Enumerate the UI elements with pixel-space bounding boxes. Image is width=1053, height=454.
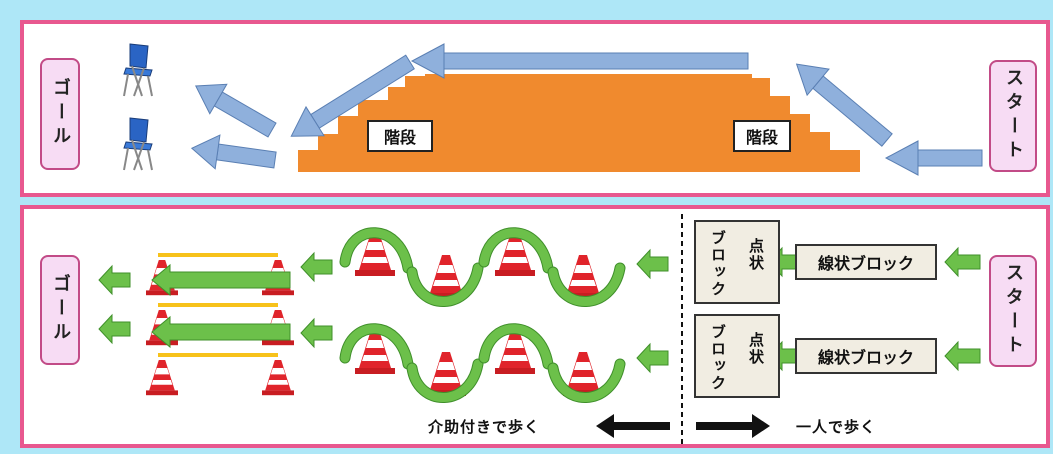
dot-block-area-2: ブロック 点状 [694,314,780,398]
folding-chair-icon [123,117,153,171]
goal-label-bottom: ゴール [40,255,80,365]
hurdle-icon [158,253,278,357]
blue-arrow-start [884,140,983,176]
slalom-arrows-row-1 [339,227,626,307]
blue-arrow-right-diagonal [795,63,893,147]
blue-arrow-to-chair-2 [190,134,277,170]
slalom-arrows-row-2 [339,323,626,403]
traffic-cone-icon [146,360,178,396]
alone-direction-arrow [696,414,770,438]
goal-text: ゴール [50,274,71,346]
start-label-top: スタート [989,60,1037,172]
alone-walk-caption: 一人で歩く [796,418,877,436]
line-block-1: 線状ブロック [795,244,937,280]
traffic-cone-icon [262,360,294,396]
folding-chair-icon [123,43,153,97]
start-text: スタート [1003,263,1024,359]
stairs-label-right: 階段 [733,120,791,152]
assisted-direction-arrow [596,414,670,438]
dot-block-text: 点状 [747,332,765,366]
goal-label-top: ゴール [40,58,80,170]
block-side-text: ブロック [709,230,727,298]
start-label-bottom: スタート [989,255,1037,367]
stairs-shape [298,74,860,172]
blue-arrow-left-diagonal [290,54,415,137]
dot-block-text: 点状 [747,238,765,272]
start-text: スタート [1003,68,1024,164]
block-side-text: ブロック [709,324,727,392]
line-block-2: 線状ブロック [795,338,937,374]
blue-arrow-top [410,43,749,79]
stairs-label-left: 階段 [367,120,433,152]
assisted-walk-caption: 介助付きで歩く [428,418,541,436]
goal-text: ゴール [50,78,71,150]
blue-arrow-to-chair-1 [194,83,277,138]
dot-block-area-1: ブロック 点状 [694,220,780,304]
